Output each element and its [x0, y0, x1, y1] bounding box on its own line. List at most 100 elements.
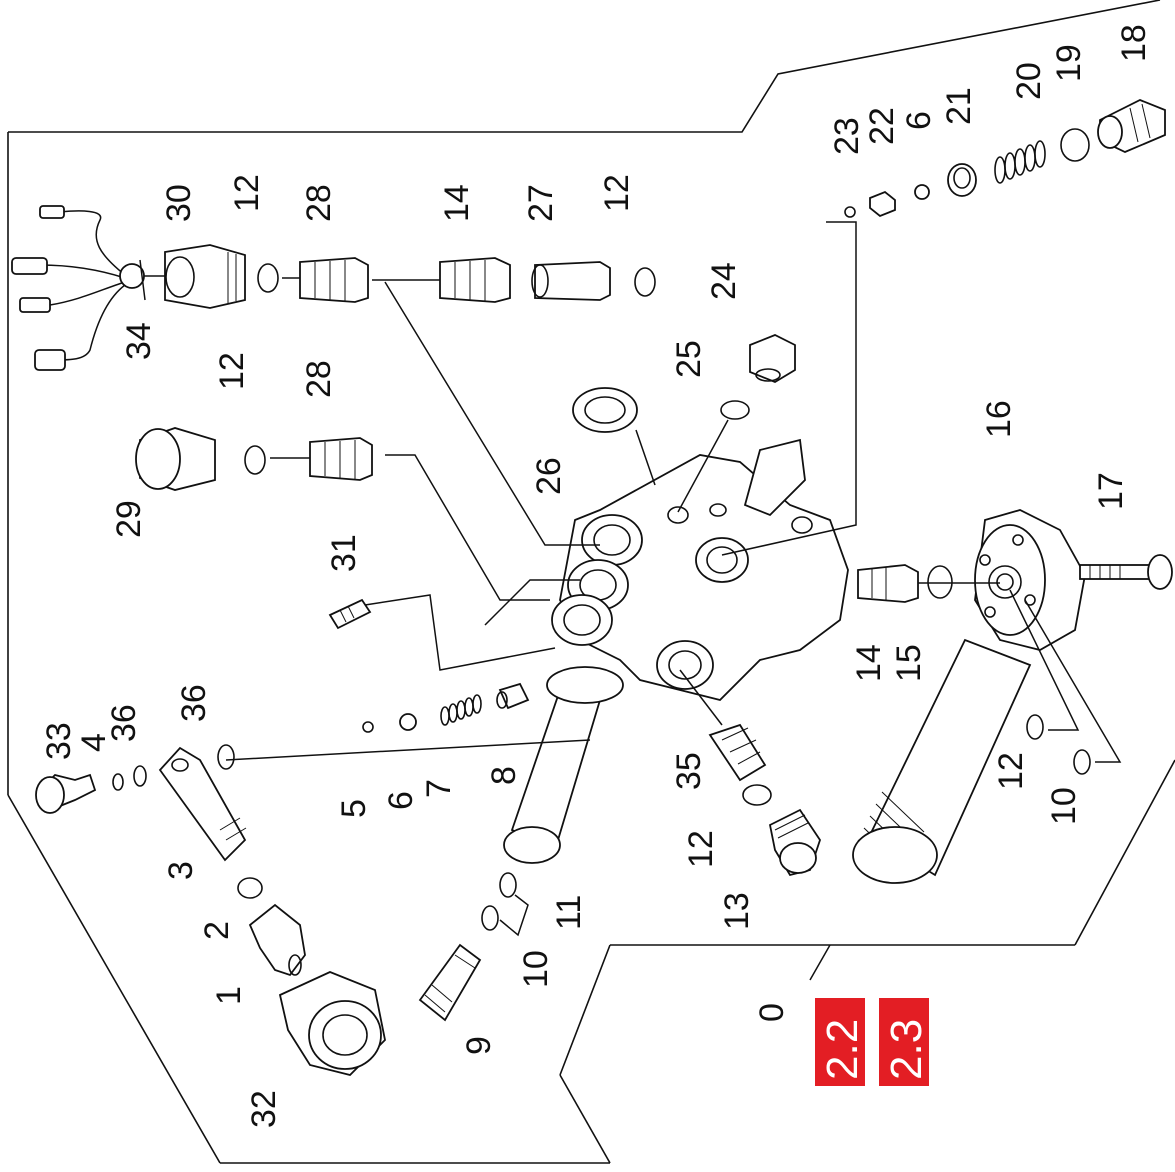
o-ring-12-right — [1026, 714, 1044, 740]
washer-4 — [112, 773, 124, 791]
o-ring-12-top-right — [634, 267, 656, 297]
seal-26 — [572, 387, 638, 433]
banjo-bolt-33 — [35, 773, 97, 814]
pump-head-body — [551, 438, 849, 701]
label-28-b: 28 — [300, 360, 338, 398]
label-9: 9 — [460, 1036, 498, 1055]
label-13: 13 — [718, 892, 756, 930]
label-24: 24 — [705, 262, 743, 300]
plug-18 — [1097, 99, 1166, 153]
sleeve-8 — [496, 682, 530, 710]
label-5: 5 — [335, 799, 373, 818]
assembly-boundary — [7, 0, 1175, 1164]
ball-6-top — [914, 184, 930, 200]
badge-text-2-3: 2.3 — [882, 1019, 931, 1080]
label-36-a: 36 — [105, 704, 143, 742]
label-6-b: 6 — [382, 791, 420, 810]
label-18: 18 — [1115, 24, 1153, 62]
pipe-11 — [503, 666, 624, 864]
label-33: 33 — [40, 722, 78, 760]
ring-5 — [362, 721, 374, 733]
reference-badge-2-2: 2.2 — [815, 998, 867, 1086]
label-36-b: 36 — [175, 684, 213, 722]
label-14-a: 14 — [438, 184, 476, 222]
knob-32 — [278, 971, 386, 1076]
washer-36-right — [217, 744, 235, 770]
label-7: 7 — [420, 779, 458, 798]
label-31: 31 — [325, 534, 363, 572]
bolt-17 — [1079, 554, 1173, 590]
leader-lines — [139, 221, 1122, 981]
connector-3 — [158, 746, 247, 862]
valve-35 — [708, 723, 767, 782]
o-ring-2 — [237, 877, 263, 899]
sleeve-27 — [531, 261, 611, 301]
plug-24 — [749, 334, 796, 384]
o-ring-25 — [720, 400, 750, 420]
valve-28-top — [299, 257, 369, 303]
label-12-b: 12 — [598, 174, 636, 212]
plug-29 — [135, 427, 216, 491]
label-12-e: 12 — [682, 830, 720, 868]
label-32: 32 — [245, 1090, 283, 1128]
label-12-a: 12 — [228, 174, 266, 212]
label-23: 23 — [828, 117, 866, 155]
plug-30 — [164, 244, 246, 309]
label-20: 20 — [1010, 62, 1048, 100]
label-30: 30 — [160, 184, 198, 222]
label-1: 1 — [210, 986, 248, 1005]
cap-21 — [947, 163, 977, 197]
label-2: 2 — [198, 921, 236, 940]
plug-13 — [768, 808, 821, 877]
cable-harness-34 — [11, 205, 165, 371]
part-labels: 30 12 28 14 27 12 24 25 26 34 12 28 29 3… — [40, 24, 1153, 1128]
spring-20 — [994, 140, 1046, 184]
label-8: 8 — [485, 766, 523, 785]
label-26: 26 — [530, 457, 568, 495]
label-14-b: 14 — [850, 644, 888, 682]
label-4: 4 — [75, 733, 113, 752]
spring-7 — [440, 694, 482, 726]
washer-36-left — [133, 765, 147, 787]
cylinder-16 — [852, 509, 1086, 884]
badge-text-2-2: 2.2 — [818, 1019, 867, 1080]
label-34: 34 — [120, 322, 158, 360]
label-25: 25 — [670, 340, 708, 378]
label-10-a: 10 — [1045, 787, 1083, 825]
label-3: 3 — [162, 861, 200, 880]
o-ring-19 — [1060, 128, 1090, 162]
label-10-b: 10 — [517, 950, 555, 988]
label-16: 16 — [980, 400, 1018, 438]
o-ring-10-left-b — [499, 872, 517, 898]
o-ring-10-left-a — [481, 905, 499, 931]
ring-23 — [844, 206, 856, 218]
label-21: 21 — [940, 87, 978, 125]
seat-22 — [869, 190, 896, 218]
label-19: 19 — [1050, 44, 1088, 82]
nozzle-1 — [248, 903, 306, 977]
label-27: 27 — [522, 184, 560, 222]
label-35: 35 — [670, 752, 708, 790]
label-22: 22 — [863, 107, 901, 145]
label-0: 0 — [753, 1003, 791, 1022]
ball-6-mid — [399, 713, 417, 731]
label-11: 11 — [550, 895, 588, 930]
o-ring-12-mid — [244, 445, 266, 475]
plug-31 — [328, 598, 372, 630]
reference-badge-2-3: 2.3 — [879, 998, 931, 1086]
valve-14-right — [857, 564, 919, 603]
o-ring-15 — [927, 565, 953, 599]
label-29: 29 — [110, 500, 148, 538]
label-15: 15 — [890, 644, 928, 682]
o-ring-12-lower — [742, 784, 772, 806]
label-28-a: 28 — [300, 184, 338, 222]
valve-14-top — [439, 257, 511, 303]
o-ring-10-right — [1073, 749, 1091, 775]
valve-28-mid — [309, 437, 373, 481]
label-6-a: 6 — [900, 111, 938, 130]
label-17: 17 — [1092, 472, 1130, 510]
o-ring-12-top — [257, 263, 279, 293]
label-12-d: 12 — [992, 752, 1030, 790]
label-12-c: 12 — [213, 352, 251, 390]
